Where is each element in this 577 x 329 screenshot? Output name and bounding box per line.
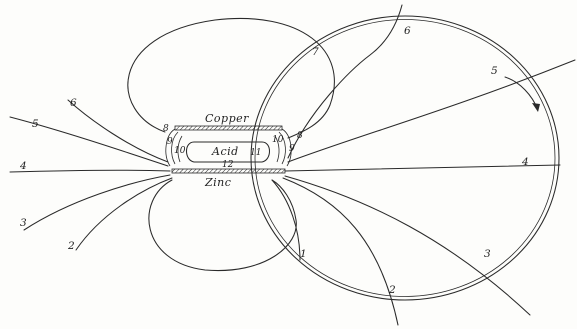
field-line-4 xyxy=(9,164,561,173)
label-line-5-left: 5 xyxy=(32,118,39,130)
lower-loop xyxy=(148,179,297,272)
zinc-plate xyxy=(171,168,286,174)
label-line-4-right: 4 xyxy=(521,156,529,168)
label-line-3-left: 3 xyxy=(20,217,27,229)
label-line-9-left: 9 xyxy=(167,137,173,147)
label-line-10-right: 10 xyxy=(272,135,284,145)
label-line-4-left: 4 xyxy=(19,160,27,172)
field-line-2-left xyxy=(75,177,173,251)
arrow-icon xyxy=(504,76,540,112)
field-line-6-left xyxy=(67,99,169,163)
label-line-2-left: 2 xyxy=(67,240,75,252)
edge-loops-left xyxy=(165,128,183,167)
label-line-1: 1 xyxy=(300,248,307,260)
label-line-2-right: 2 xyxy=(388,284,396,296)
field-line-3-left xyxy=(23,174,171,231)
label-line-5-right: 5 xyxy=(491,65,498,77)
label-line-8-right: 8 xyxy=(297,131,303,141)
large-circle xyxy=(250,15,560,301)
label-line-3-right: 3 xyxy=(484,248,491,260)
label-line-12: 12 xyxy=(222,160,234,170)
label-line-8-left: 8 xyxy=(163,124,169,134)
field-line-5-left xyxy=(9,116,169,167)
edge-loops-right xyxy=(274,128,292,167)
field-line-2-right xyxy=(282,177,399,326)
acid-label: Acid xyxy=(211,145,239,158)
label-line-11: 11 xyxy=(250,148,261,158)
field-line-6-right xyxy=(287,4,403,159)
field-line-1 xyxy=(271,179,301,261)
label-line-7: 7 xyxy=(312,46,319,58)
field-line-5-right xyxy=(287,59,576,163)
copper-plate xyxy=(174,125,283,131)
copper-label: Copper xyxy=(205,112,249,125)
upper-loop xyxy=(127,18,335,139)
zinc-label: Zinc xyxy=(204,176,231,189)
label-line-6-right: 6 xyxy=(404,25,411,37)
label-line-10-left: 10 xyxy=(174,146,186,156)
label-line-6-left: 6 xyxy=(70,97,77,109)
label-line-9-right: 9 xyxy=(289,144,295,154)
field-line-3-right xyxy=(284,175,531,316)
acid-cell xyxy=(185,141,271,163)
